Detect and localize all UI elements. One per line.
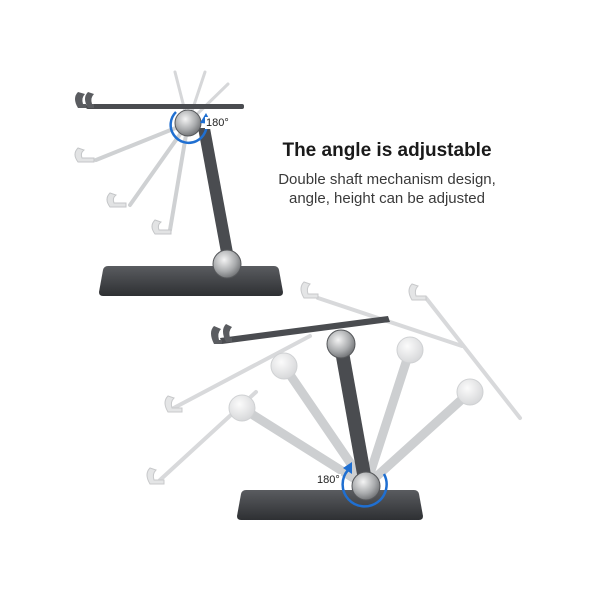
top-rotation-label: 180° — [205, 117, 230, 129]
bottom-ghost-knobs — [228, 336, 484, 422]
top-lower-hinge — [212, 249, 242, 279]
bottom-upper-hinge — [326, 329, 356, 359]
top-rotation-arrow — [169, 111, 208, 145]
bottom-rotation-label: 180° — [316, 474, 341, 486]
top-stand — [74, 70, 283, 296]
bottom-main-arm — [211, 316, 390, 344]
bottom-support-rod — [334, 346, 372, 480]
description-line: angle, height can be adjusted — [289, 190, 485, 207]
bottom-lower-hinge — [351, 471, 381, 501]
top-support-rod — [198, 128, 234, 258]
headline: The angle is adjustable — [282, 140, 492, 161]
top-main-arm — [75, 92, 244, 109]
bottom-rotation-arrow — [341, 469, 388, 508]
top-upper-hinge — [174, 109, 202, 137]
top-ghost-holders — [74, 147, 172, 235]
bottom-ghost-holders — [146, 281, 427, 485]
description-line: Double shaft mechanism design, — [278, 171, 496, 188]
bottom-base — [237, 490, 423, 520]
top-base — [99, 266, 283, 296]
top-ghost-arms — [94, 121, 190, 232]
bottom-stand — [146, 281, 522, 520]
description: Double shaft mechanism design, angle, he… — [255, 170, 519, 208]
